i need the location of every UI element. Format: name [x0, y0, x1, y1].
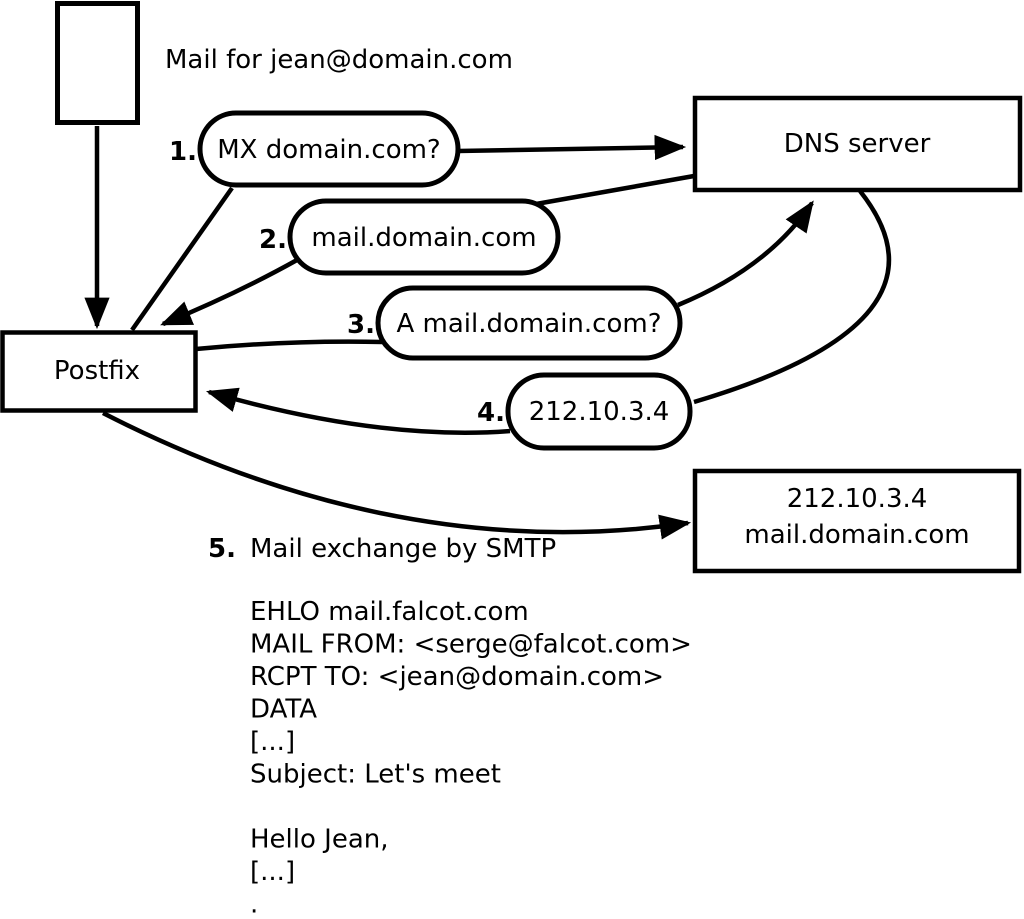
mail-message-shape [55, 1, 140, 125]
arrow-postfix-to-mailserver [101, 410, 692, 540]
line-postfix-to-query3 [195, 339, 383, 352]
reply2-pill [287, 198, 561, 276]
smtp-session-transcript: EHLO mail.falcot.com MAIL FROM: <serge@f… [250, 597, 692, 919]
smtp-line-rcpt-to: RCPT TO: <jean@domain.com> [250, 662, 664, 692]
query1-pill [197, 110, 461, 188]
smtp-line-ehlo: EHLO mail.falcot.com [250, 597, 529, 627]
reply4-label: 212.10.3.4 [529, 397, 670, 427]
step5-label: Mail exchange by SMTP [250, 534, 556, 564]
dns-server-node [692, 95, 1023, 193]
smtp-line-ellipsis-2: [...] [250, 857, 295, 887]
step5-number: 5. [208, 534, 236, 564]
reply2-label: mail.domain.com [311, 223, 536, 253]
step1-number: 1. [169, 137, 197, 167]
smtp-line-hello: Hello Jean, [250, 825, 389, 855]
reply4-pill [505, 372, 693, 451]
line-dns-to-reply2 [535, 173, 695, 207]
arrow-query3-to-dns [677, 200, 814, 308]
smtp-line-subject: Subject: Let's meet [250, 760, 501, 790]
dns-server-label: DNS server [784, 129, 931, 159]
step2-number: 2. [259, 225, 287, 255]
mail-server-ip-label: 212.10.3.4 [787, 484, 928, 514]
query3-label: A mail.domain.com? [397, 309, 662, 339]
line-postfix-to-query1 [130, 186, 234, 332]
scenario-label: Mail for jean@domain.com [165, 45, 513, 75]
smtp-line-mail-from: MAIL FROM: <serge@falcot.com> [250, 630, 692, 660]
mail-server-node [692, 468, 1022, 574]
line-dns-to-reply4 [693, 189, 891, 405]
postfix-label: Postfix [54, 356, 140, 386]
step3-number: 3. [347, 310, 375, 340]
arrow-reply2-to-postfix [160, 258, 299, 327]
step4-number: 4. [477, 398, 505, 428]
smtp-line-data: DATA [250, 695, 317, 725]
query3-pill [375, 285, 683, 361]
query1-label: MX domain.com? [217, 135, 440, 165]
smtp-line-ellipsis-1: [...] [250, 727, 295, 757]
postfix-node [0, 330, 198, 413]
arrow-reply4-to-postfix [205, 387, 511, 435]
mail-server-hostname-label: mail.domain.com [744, 520, 969, 550]
arrow-query1-to-dns [457, 134, 687, 161]
smtp-line-end-dot: . [250, 890, 258, 919]
